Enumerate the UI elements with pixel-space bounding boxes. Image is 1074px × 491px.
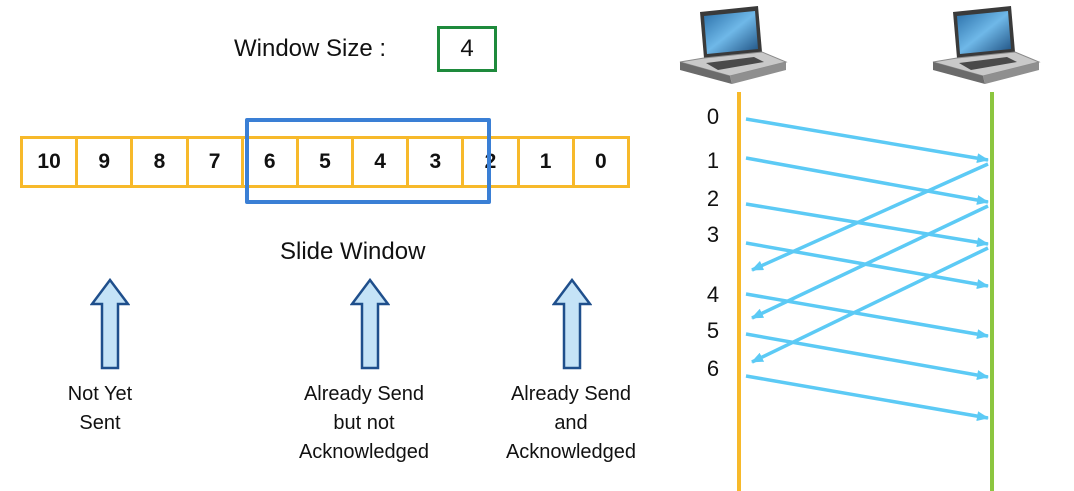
caption-sent-and-acknowledged: Already Send and Acknowledged [476,380,666,467]
packet-arrow [745,292,989,340]
sequence-cell: 8 [130,136,189,188]
packet-arrow [745,202,989,248]
packet-arrow [745,117,989,164]
sequence-cell: 0 [571,136,630,188]
caption-line: Already Send [510,383,632,405]
ack-arrow [751,162,989,272]
packet-arrow [745,156,989,205]
sequence-number: 2 [706,186,720,211]
caption-line: Sent [79,412,121,434]
sequence-cell: 6 [240,136,299,188]
up-arrow-icon [350,278,390,370]
caption-not-yet-sent: Not Yet Sent [40,380,160,438]
sequence-cell: 5 [295,136,355,188]
ack-arrow [751,246,989,364]
window-size-label: Window Size : [234,35,387,62]
sequence-cells: 10 9 8 7 6 5 4 3 2 1 0 [20,136,660,188]
caption-line: Not Yet [67,383,133,405]
window-size-value: 4 [437,26,497,72]
ack-arrow [751,204,989,320]
caption-line: Acknowledged [505,441,637,463]
caption-line: but not [333,412,395,434]
sequence-number: 5 [706,318,720,343]
sequence-number: 0 [706,104,720,129]
packet-arrow [745,332,989,380]
caption-line: Already Send [303,383,425,405]
caption-line: Acknowledged [298,441,430,463]
sequence-cell: 1 [516,136,575,188]
sequence-cell: 7 [185,136,244,188]
caption-sent-not-acknowledged: Already Send but not Acknowledged [274,380,454,467]
sequence-number: 4 [706,282,720,307]
timeline-diagram [679,6,1041,491]
caption-line: and [554,412,588,434]
slide-window-caption: Slide Window [280,238,426,265]
sequence-cell: 4 [351,136,410,188]
sequence-number: 6 [706,356,720,381]
sender-laptop-icon [679,6,788,84]
sequence-number: 3 [706,222,720,247]
up-arrow-icon [90,278,130,370]
sequence-number: 1 [706,148,720,173]
sliding-window-frame [245,118,491,204]
sequence-cell: 10 [20,136,79,188]
packet-arrow [745,374,989,422]
receiver-laptop-icon [932,6,1041,84]
sequence-cell: 9 [75,136,134,188]
up-arrow-icon [552,278,592,370]
